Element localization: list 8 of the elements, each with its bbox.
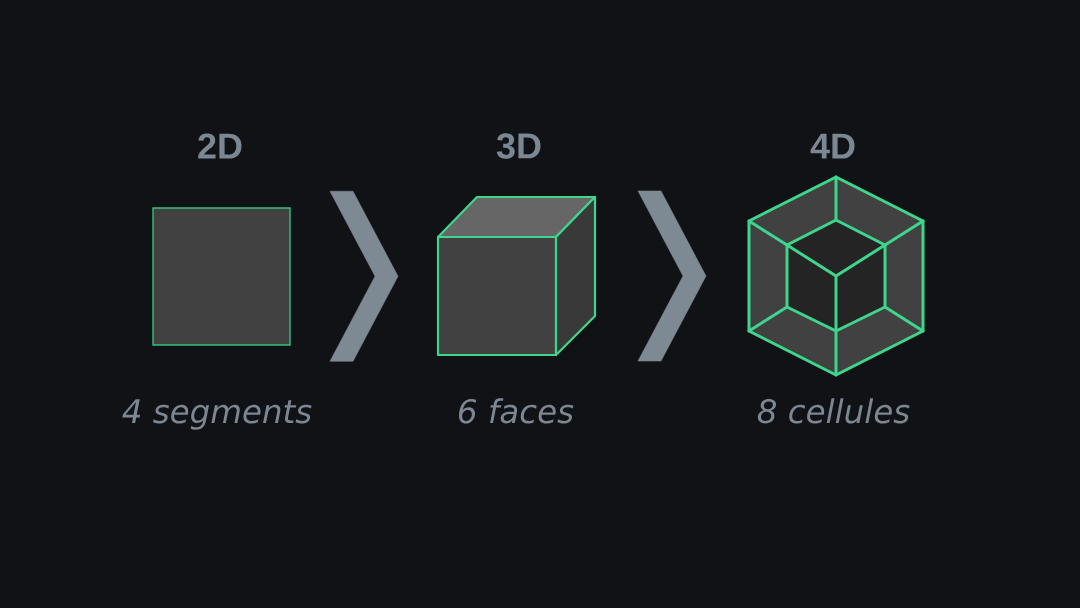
chevron-arrow <box>637 190 707 362</box>
heading: 2D <box>198 133 242 159</box>
node-label: 4 segments <box>122 399 312 430</box>
node-label: 8 cellules <box>757 398 910 424</box>
heading: 3D <box>496 133 541 159</box>
node-label: 6 faces <box>458 398 574 424</box>
chevron-arrow <box>329 191 399 362</box>
heading: 4D <box>810 133 855 159</box>
